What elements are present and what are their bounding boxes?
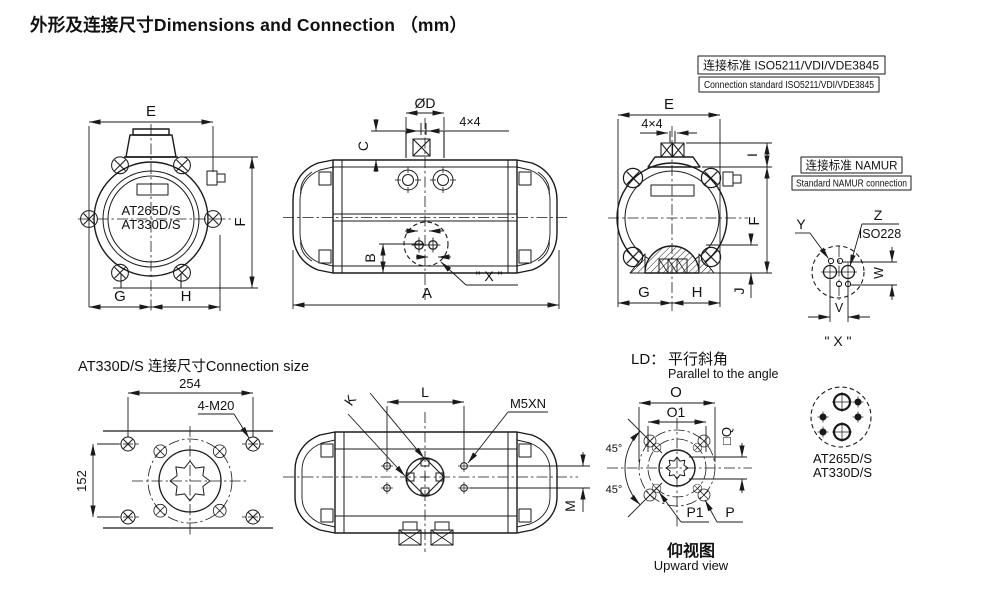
x-ref-label-side: " X ": [475, 268, 502, 284]
dim-label-key-side: 4×4: [459, 115, 480, 129]
ld-label-en: Parallel to the angle: [668, 367, 779, 381]
side-view-drawing: ØD 4×4 C B A " X ": [283, 95, 568, 309]
dim-label-e-front: E: [146, 103, 156, 120]
iso-standard-box-cn: [697, 55, 886, 75]
front-model-line1: AT265D/S: [121, 203, 180, 218]
dim-label-c: C: [355, 141, 371, 151]
dim-label-f-front: F: [232, 217, 249, 226]
dim-label-f-rear: F: [746, 216, 763, 225]
namur-detail-circle: [811, 245, 865, 299]
port-pattern-detail: AT265D/S AT330D/S: [810, 386, 872, 480]
dim-label-a: A: [422, 285, 432, 302]
dim-label-152: 152: [74, 470, 89, 492]
dim-label-key-rear: 4×4: [641, 117, 662, 131]
iso-standard-box-en: [698, 76, 880, 93]
ld-prefix: LD：: [631, 351, 665, 368]
dim-label-h-front: H: [181, 288, 192, 305]
dim-label-k: K: [341, 391, 360, 408]
dim-label-v: V: [835, 301, 844, 315]
iso-standard-en: Connection standard ISO5211/VDI/VDE3845: [704, 80, 874, 91]
front-model-line2: AT330D/S: [121, 217, 180, 232]
angle-label-bottom: 45°: [606, 484, 623, 496]
rear-view-drawing: E 4×4 I F J G H: [608, 96, 772, 311]
dim-label-j: J: [731, 288, 747, 295]
dim-label-m: M: [562, 500, 578, 512]
dim-label-g-rear: G: [638, 284, 650, 301]
dim-label-z: Z: [874, 207, 883, 223]
dim-label-b: B: [362, 253, 378, 262]
namur-standard-cn: 连接标准 NAMUR: [806, 158, 898, 173]
page-title: 外形及连接尺寸Dimensions and Connection （mm）: [30, 15, 468, 35]
dim-label-o: O: [670, 384, 682, 401]
standards-labels: 连接标准 ISO5211/VDI/VDE3845 Connection stan…: [697, 55, 912, 191]
dim-label-w: W: [872, 267, 886, 279]
air-port-right: [429, 166, 457, 194]
dim-label-254: 254: [179, 376, 201, 391]
iso228-label: ISO228: [859, 227, 901, 241]
upward-view-caption-cn: 仰视图: [667, 541, 715, 560]
front-view-drawing: E F G H AT265D/S AT330D/S: [78, 103, 258, 311]
dim-label-p: P: [725, 504, 734, 520]
dim-label-p1: P1: [686, 504, 703, 520]
namur-standard-en: Standard NAMUR connection: [796, 179, 907, 190]
dim-label-q: □Q: [719, 427, 734, 445]
ld-label-cn: 平行斜角: [668, 351, 728, 368]
port-detail-model1: AT265D/S: [813, 451, 872, 466]
dim-label-g-front: G: [114, 288, 126, 305]
iso-standard-cn: 连接标准 ISO5211/VDI/VDE3845: [703, 58, 879, 73]
dim-label-o1: O1: [667, 404, 686, 420]
angle-label-top: 45°: [606, 443, 623, 455]
connection-size-drawing: AT330D/S 连接尺寸Connection size: [74, 358, 309, 537]
dim-label-od: ØD: [415, 95, 436, 111]
upward-view-drawing: LD： 平行斜角 Parallel to the angle: [606, 351, 779, 573]
dim-label-4m20: 4-M20: [198, 398, 235, 413]
upward-view-caption-en: Upward view: [654, 558, 729, 573]
dim-label-i: I: [744, 153, 760, 157]
namur-standard-box-cn: [800, 156, 903, 174]
thread-label-m5xn: M5XN: [510, 396, 546, 411]
dim-label-l: L: [421, 384, 429, 400]
port-detail-model2: AT330D/S: [813, 465, 872, 480]
air-port-left: [394, 166, 422, 194]
dim-label-h-rear: H: [692, 284, 703, 301]
x-ref-label-namur: " X ": [824, 333, 851, 349]
namur-detail-drawing: Y Z ISO228 W V " X ": [795, 207, 901, 349]
dim-label-e-rear: E: [664, 96, 674, 113]
connection-size-title: AT330D/S 连接尺寸Connection size: [78, 358, 309, 375]
dim-label-y: Y: [796, 216, 806, 232]
bottom-side-view-drawing: L K M5XN M: [283, 384, 590, 552]
namur-standard-box-en: [791, 175, 912, 191]
